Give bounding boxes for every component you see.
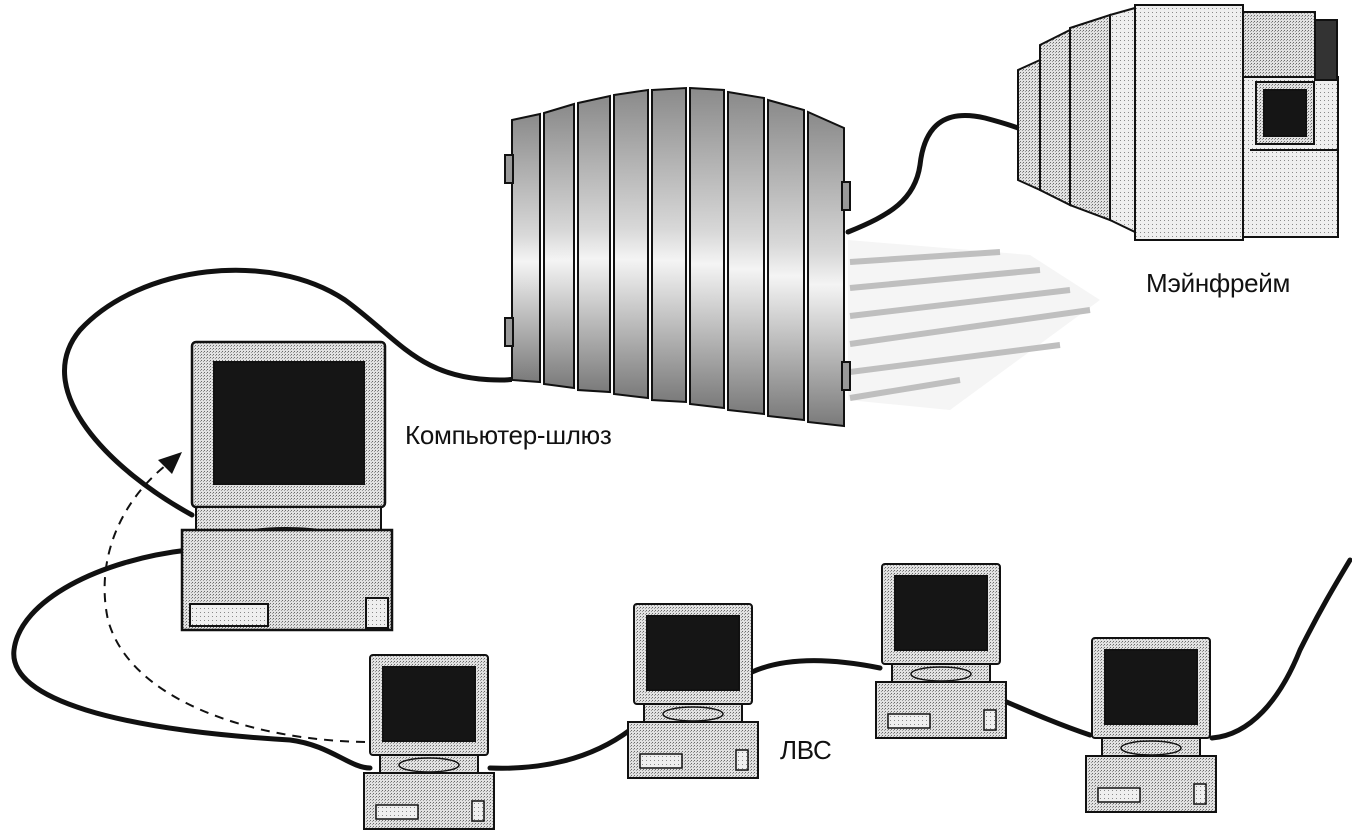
firewall-shadow [848, 240, 1100, 410]
lan-computer [364, 655, 494, 829]
lan-computer [876, 564, 1006, 738]
firewall-wall [505, 88, 850, 426]
gateway-computer [182, 342, 392, 630]
mainframe-label: Мэйнфрейм [1146, 268, 1290, 299]
lan-computer [628, 604, 758, 778]
gateway-label: Компьютер-шлюз [405, 420, 611, 451]
lan-computer [1086, 638, 1216, 812]
mainframe-cable [848, 115, 1018, 232]
lan-label: ЛВС [780, 735, 831, 766]
mainframe-computer [1018, 5, 1338, 240]
